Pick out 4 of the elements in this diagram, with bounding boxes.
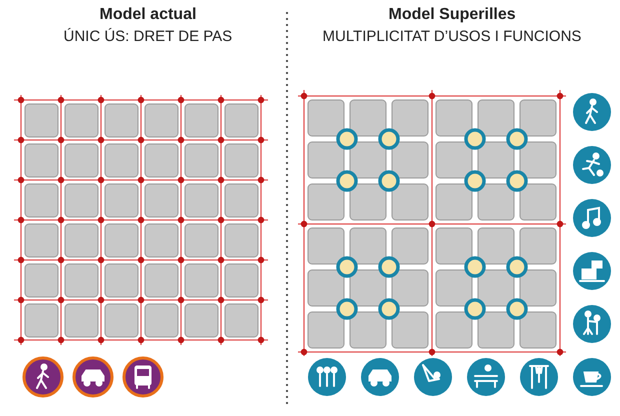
panel-subheading: ÚNIC ÚS: DRET DE PAS (64, 28, 232, 45)
panel-heading: Model Superilles (388, 6, 516, 24)
panel-subheading: MULTIPLICITAT D’USOS I FUNCIONS (322, 28, 582, 45)
panel-heading: Model actual (100, 6, 196, 24)
